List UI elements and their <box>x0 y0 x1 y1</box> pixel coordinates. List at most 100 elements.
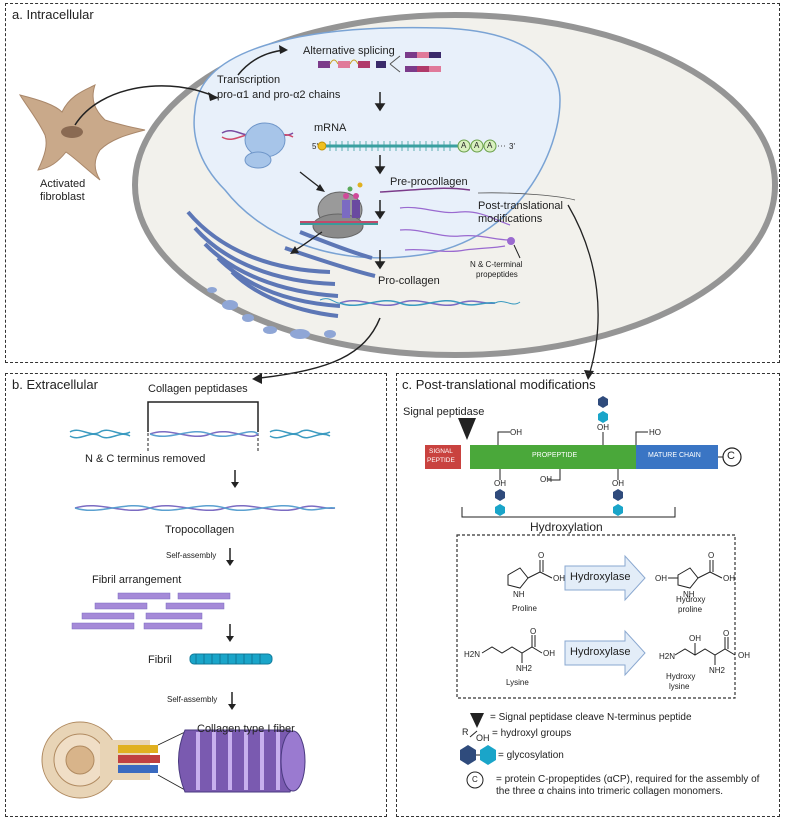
legend-r: R <box>462 727 469 737</box>
collagen-peptidases-label: Collagen peptidases <box>148 383 248 395</box>
fibril-arrangement <box>71 592 231 630</box>
hydroxylysine-o: O <box>723 629 730 638</box>
legend-glyco-text: = glycosylation <box>498 750 564 761</box>
hydroxylysine-nh2: NH2 <box>709 666 726 675</box>
propeptides-label-2: propeptides <box>476 270 518 279</box>
legend-signal-marker <box>470 713 484 728</box>
proline-label: Proline <box>512 604 537 613</box>
polya-label-1: A <box>461 141 467 150</box>
oh-label-3: OH <box>494 479 506 488</box>
procollagen-helix <box>339 299 496 307</box>
legend-hex-dark <box>460 745 476 765</box>
legend-signal-text: = Signal peptidase cleave N-terminus pep… <box>490 712 692 723</box>
hydroxyproline-oh: OH <box>723 574 735 583</box>
hydroxylysine-label-1: Hydroxy <box>666 672 696 681</box>
hydroxyproline-label-2: proline <box>678 605 703 614</box>
propeptide-text: PROPEPTIDE <box>532 452 578 459</box>
hydroxylation-bracket <box>461 507 676 518</box>
lysine-oh: OH <box>543 649 555 658</box>
lysine-o: O <box>530 627 537 636</box>
hydroxyproline-structure <box>668 560 723 589</box>
mrna-cap <box>317 141 327 151</box>
hydroxyproline-o: O <box>708 551 715 560</box>
hydroxyl-sticks <box>497 431 648 481</box>
mrna-label: mRNA <box>314 122 347 134</box>
hydroxylase-label-1: Hydroxylase <box>570 571 631 583</box>
pre-procollagen-chain <box>379 187 471 193</box>
nc-removed-label: N & C terminus removed <box>85 453 206 465</box>
pro-collagen-label: Pro-collagen <box>378 275 440 287</box>
signal-peptide-bar <box>425 445 461 469</box>
hydroxylysine-label-2: lysine <box>669 682 690 691</box>
ptm-label-1: Post-translational <box>478 200 563 212</box>
propeptide-chains <box>399 206 511 253</box>
signal-peptide-text-2: PEPTIDE <box>427 457 455 464</box>
hydroxylation-label: Hydroxylation <box>530 520 603 534</box>
legend-c-circle <box>466 771 484 789</box>
fibroblast-label-2: fibroblast <box>40 191 85 203</box>
fibroblast-label-1: Activated <box>40 178 86 190</box>
polya-label-3: A <box>487 141 493 150</box>
propeptides-label-1: N & C-terminal <box>470 260 523 269</box>
self-assembly-label-1: Self-assembly <box>166 551 217 560</box>
panel-a-title: a. Intracellular <box>12 7 94 22</box>
peptidase-bracket <box>147 401 259 432</box>
proline-structure <box>507 560 553 589</box>
transcription-label-1: Transcription <box>217 74 281 86</box>
legend-oh: OH <box>476 733 490 743</box>
polya-label-2: A <box>474 141 480 150</box>
arrow-to-extracellular <box>259 317 381 379</box>
hydroxylase-box <box>456 534 736 699</box>
legend-cp-text: = protein C-propeptides (αCP), required … <box>496 774 760 797</box>
er-vesicles <box>207 287 336 339</box>
mrna-3-label: 3' <box>509 142 515 151</box>
legend-c-text: C <box>472 775 478 784</box>
proline-oh: OH <box>553 574 565 583</box>
fibril-arrangement-label: Fibril arrangement <box>92 574 182 586</box>
ptm-label-2: modifications <box>478 213 543 225</box>
procollagen-extracellular <box>69 429 331 439</box>
ho-label: HO <box>649 428 661 437</box>
polya-2 <box>470 139 484 153</box>
panel-ptm <box>396 373 780 817</box>
panel-extracellular <box>5 373 387 817</box>
collagen-fiber <box>41 721 306 799</box>
nucleus <box>193 26 561 259</box>
lysine-nh2: NH2 <box>516 664 533 673</box>
transcription-label-2: pro-α1 and pro-α2 chains <box>217 89 341 101</box>
oh-label-1: OH <box>510 428 522 437</box>
signal-peptide-text-1: SIGNAL <box>429 448 453 455</box>
hydroxylase-label-2: Hydroxylase <box>570 646 631 658</box>
proline-nh: NH <box>513 590 525 599</box>
fibril-bar <box>189 653 273 665</box>
flow-arrows <box>374 92 386 270</box>
legend-hydroxyl-text: = hydroxyl groups <box>492 728 572 739</box>
legend-hex-light <box>480 745 496 765</box>
ptm-connector <box>477 192 576 201</box>
panel-intracellular <box>5 3 780 363</box>
panel-b-title: b. Extracellular <box>12 377 98 392</box>
hydroxylysine-h2n: H2N <box>659 652 676 661</box>
polya-1 <box>457 139 471 153</box>
mrna-5-label: 5' <box>312 142 318 151</box>
tropocollagen-label: Tropocollagen <box>165 524 235 536</box>
arrow-fibroblast-to-cell <box>74 85 219 126</box>
rna-polymerase <box>244 122 286 158</box>
mature-chain-text: MATURE CHAIN <box>648 452 701 459</box>
lysine-structure <box>481 635 543 663</box>
hydroxyproline-oh-left: OH <box>655 574 667 583</box>
oh-label-2: OH <box>597 423 609 432</box>
signal-peptidase-marker <box>458 418 476 440</box>
alt-splicing-label: Alternative splicing <box>303 45 395 57</box>
mature-chain-bar <box>636 445 718 469</box>
pre-procollagen-label: Pre-procollagen <box>390 176 468 188</box>
tropocollagen-helix <box>74 504 336 512</box>
lysine-label: Lysine <box>506 678 529 687</box>
fibroblast-nucleus <box>61 126 83 138</box>
hydroxylase-arrow-1 <box>564 554 646 602</box>
collagen-fiber-label: Collagen type I fiber <box>197 723 295 735</box>
self-assembly-label-2: Self-assembly <box>167 695 218 704</box>
proline-o: O <box>538 551 545 560</box>
lysine-h2n: H2N <box>464 650 481 659</box>
